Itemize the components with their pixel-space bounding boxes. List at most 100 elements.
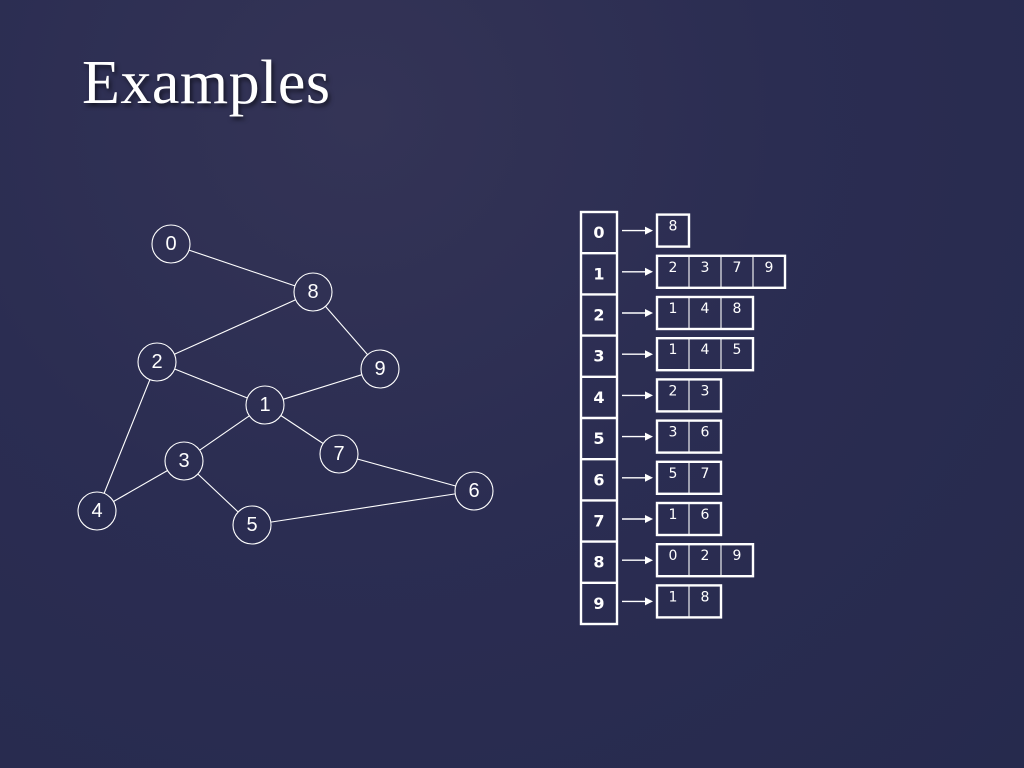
graph-node-circle	[137, 342, 177, 382]
graph-node-label: 0	[165, 233, 176, 255]
graph-node-0: 0	[151, 224, 191, 264]
graph-node-4: 4	[77, 491, 117, 531]
index-cell-label: 8	[593, 553, 604, 572]
graph-edge-0-8	[188, 249, 296, 287]
neighbor-cell-label: 5	[669, 466, 678, 482]
adjacency-row-6: 6 5 7	[581, 458, 723, 495]
neighbor-cell-label: 4	[701, 301, 710, 317]
graph-edge-7-6	[357, 458, 456, 487]
neighbor-list-frame	[655, 213, 691, 248]
index-cell-label: 0	[593, 223, 604, 242]
neighbor-cell-label: 2	[669, 260, 678, 276]
graph-node-1: 1	[245, 385, 285, 425]
adjacency-row-4: 4 2 3	[581, 375, 723, 413]
neighbor-cell-label: 3	[701, 383, 710, 399]
pointer-arrow-head	[645, 267, 653, 276]
neighbor-cell-label: 0	[669, 548, 678, 564]
adjacency-row-3: 3 1 4 5	[581, 334, 755, 372]
graph-node-2: 2	[137, 342, 177, 382]
graph-node-circle	[360, 349, 400, 389]
neighbor-cell-label: 4	[701, 342, 710, 358]
graph-edge-1-7	[280, 415, 324, 444]
graph-node-5: 5	[232, 505, 272, 545]
neighbor-cell-label: 6	[701, 507, 710, 523]
graph-node-label: 3	[178, 450, 189, 472]
neighbor-cell-label: 3	[669, 425, 678, 441]
graph-node-label: 4	[91, 500, 102, 522]
adjacency-row-8: 8 0 2 9	[581, 540, 755, 578]
graph-node-label: 2	[151, 351, 162, 373]
graph-edge-1-3	[199, 415, 250, 451]
pointer-arrow-head	[645, 391, 653, 400]
graph-node-circle	[454, 471, 494, 511]
neighbor-cell-label: 9	[765, 260, 774, 276]
graph-node-label: 8	[307, 281, 318, 303]
neighbor-cell-label: 2	[669, 383, 678, 399]
neighbor-cell-label: 5	[733, 342, 742, 358]
graph-node-label: 9	[374, 358, 385, 380]
neighbor-cell-label: 9	[733, 548, 742, 564]
adjacency-row-2: 2 1 4 8	[581, 293, 755, 331]
graph-edge-8-9	[325, 305, 368, 356]
graph-node-circle	[164, 441, 204, 481]
adjacency-row-1: 1 2 3 7 9	[581, 251, 787, 290]
graph-edge-3-5	[197, 473, 239, 513]
neighbor-cell-label: 1	[669, 301, 678, 317]
pointer-arrow-head	[645, 473, 653, 482]
graph-edge-3-4	[113, 469, 168, 503]
graph-node-7: 7	[319, 434, 359, 474]
index-cell-label: 6	[593, 470, 604, 489]
index-cell-label: 9	[593, 594, 604, 613]
index-cell-label: 5	[593, 429, 604, 448]
index-cell-label: 2	[593, 306, 604, 325]
graph-edges	[103, 249, 456, 523]
pointer-arrow-head	[645, 432, 653, 441]
slide-title: Examples	[82, 49, 331, 117]
graph-edge-8-2	[174, 299, 296, 355]
pointer-arrow-head	[645, 515, 653, 523]
neighbor-cell-label: 2	[701, 548, 710, 564]
graph-nodes: 0 8 2 9 1 7 3 6 4 5	[77, 224, 494, 545]
neighbor-cell-label: 1	[669, 589, 678, 605]
index-cell-label: 3	[593, 347, 604, 366]
graph-node-3: 3	[164, 441, 204, 481]
neighbor-cell-label: 8	[701, 589, 710, 605]
graph-edge-2-1	[174, 368, 248, 399]
pointer-arrow-head	[645, 597, 653, 606]
adjacency-row-5: 5 3 6	[581, 416, 723, 454]
neighbor-cell-label: 1	[669, 507, 678, 523]
neighbor-cell-label: 1	[669, 342, 678, 358]
neighbor-cell-label: 3	[701, 260, 710, 276]
graph-node-circle	[245, 385, 285, 425]
graph-edge-5-6	[270, 493, 456, 523]
neighbor-list-frame	[655, 543, 755, 578]
graph-node-8: 8	[293, 272, 333, 312]
graph-edge-2-4	[103, 379, 151, 494]
graph-node-circle	[293, 272, 333, 312]
index-cell-label: 1	[593, 264, 604, 283]
index-cell-label: 4	[593, 388, 604, 407]
neighbor-cell-label: 6	[701, 425, 710, 441]
graph-node-6: 6	[454, 471, 494, 511]
graph-node-label: 7	[333, 443, 344, 465]
neighbor-cell-label: 7	[701, 466, 710, 482]
graph-node-label: 5	[246, 514, 257, 536]
graph-edge-1-9	[282, 374, 363, 400]
adjacency-row-7: 7 1 6	[581, 499, 723, 537]
graph-node-circle	[151, 224, 191, 264]
graph-node-label: 6	[468, 480, 479, 502]
pointer-arrow-head	[645, 350, 653, 359]
graph-node-9: 9	[360, 349, 400, 389]
pointer-arrow-head	[645, 556, 653, 565]
pointer-arrow-head	[645, 226, 653, 235]
neighbor-cell-label: 8	[669, 219, 678, 235]
neighbor-list-frame	[655, 337, 755, 372]
neighbor-cell-label: 8	[733, 301, 742, 317]
neighbor-cell-label: 7	[733, 260, 742, 276]
index-cell-label: 7	[593, 512, 604, 531]
graph-node-circle	[77, 491, 117, 531]
graph-node-circle	[319, 434, 359, 474]
